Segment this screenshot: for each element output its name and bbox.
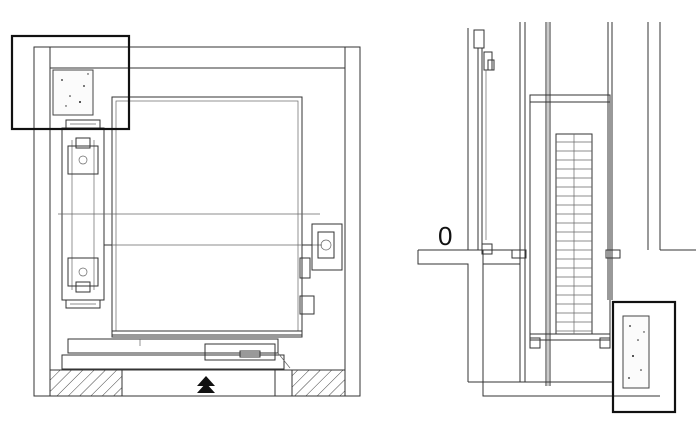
car-guide-rail: [302, 223, 343, 271]
plan-view: [10, 34, 361, 397]
landing-door: [473, 29, 495, 255]
wall-hatch-left: [49, 369, 123, 397]
concrete-block: [622, 315, 650, 389]
highlight-box-top-left: [10, 34, 131, 131]
elevator-car: [58, 96, 322, 336]
wall-hatch-right: [291, 369, 346, 397]
pit-outline: [417, 249, 696, 397]
shaft-outline: [33, 46, 361, 397]
concrete-block: [52, 69, 94, 116]
highlight-box-bottom-right: [611, 300, 677, 414]
section-view: 0: [417, 22, 696, 414]
door-sill: [61, 330, 303, 370]
counterweight-frame: [61, 119, 105, 309]
level-marker: 0: [438, 221, 452, 251]
car-elevation: [511, 94, 621, 349]
entrance-arrow-icon: [197, 376, 215, 393]
